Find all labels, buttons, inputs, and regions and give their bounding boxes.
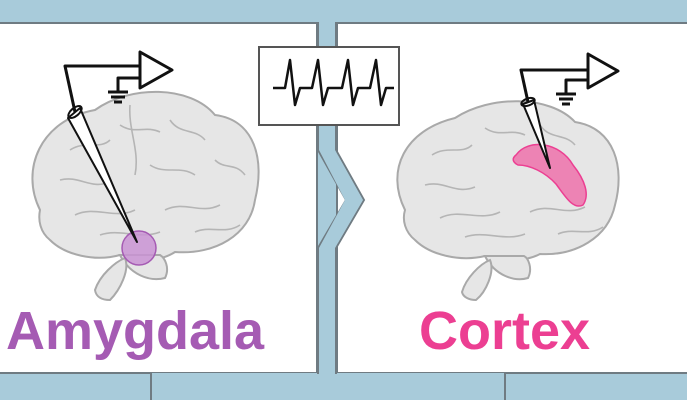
cortex-region: [512, 143, 587, 207]
label-cortex: Cortex: [419, 301, 591, 361]
amplifier-right-icon: [556, 52, 620, 106]
amplifier-left-icon: [108, 50, 174, 104]
bottom-connector: [150, 373, 506, 400]
signal-box: [258, 46, 400, 126]
amygdala-region: [121, 230, 157, 266]
label-amygdala: Amygdala: [6, 301, 265, 361]
